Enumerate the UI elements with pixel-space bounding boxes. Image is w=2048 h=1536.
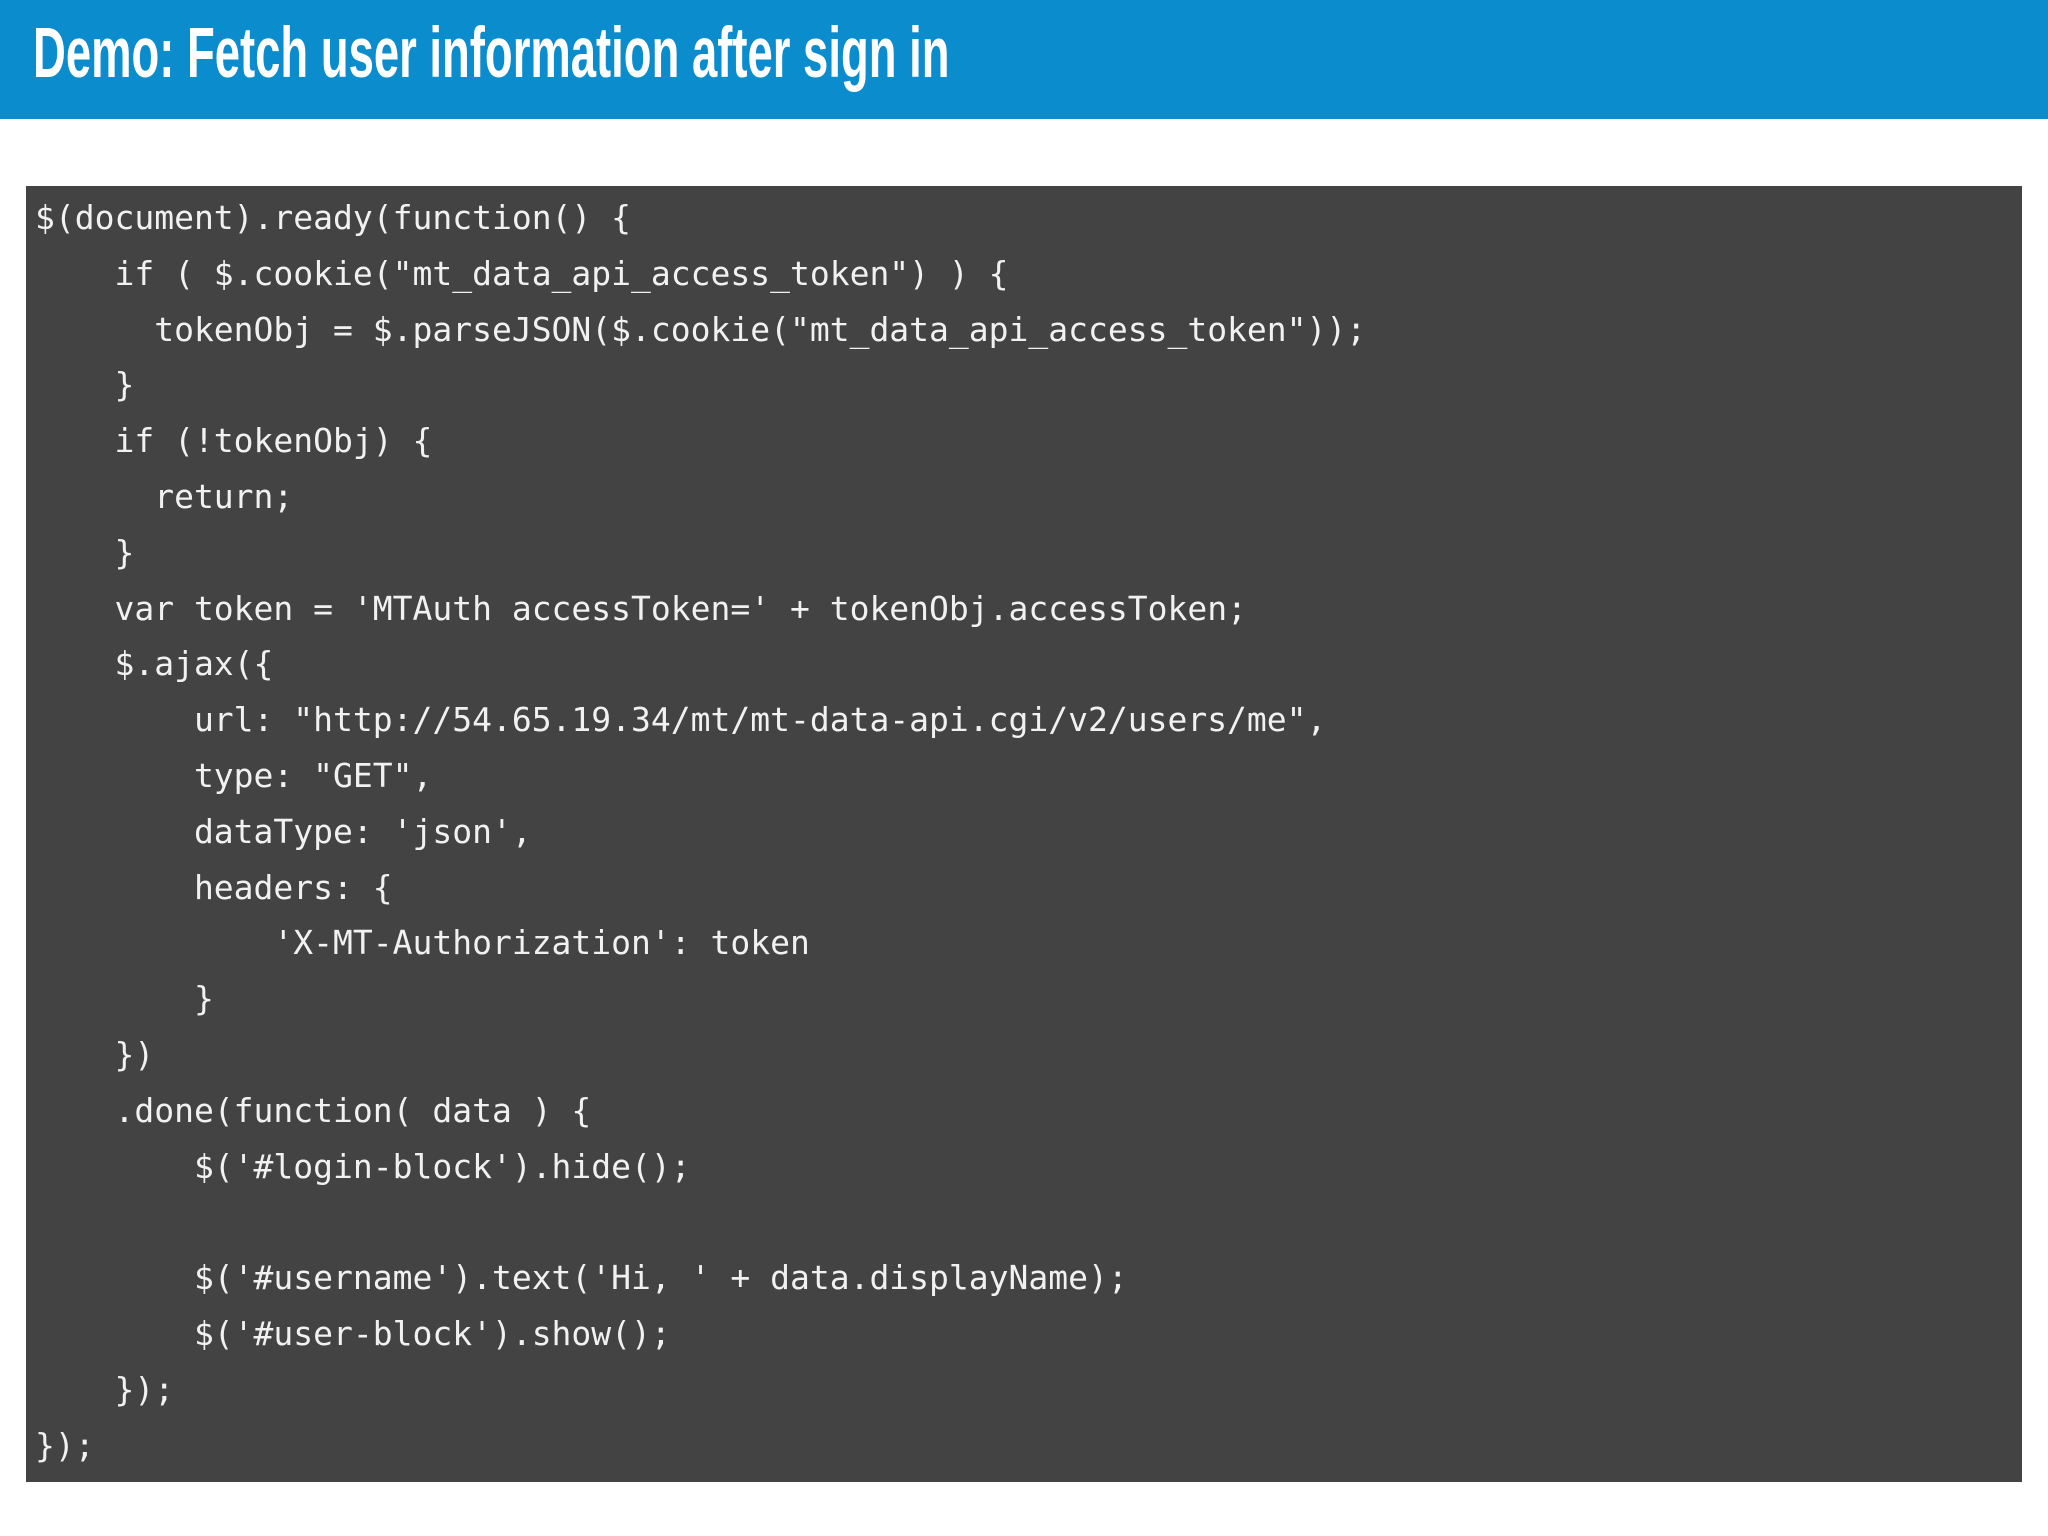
code-line: tokenObj = $.parseJSON($.cookie("mt_data… [35,309,1367,349]
code-line: if ( $.cookie("mt_data_api_access_token"… [35,253,1009,293]
slide-title-bar: Demo: Fetch user information after sign … [0,0,2048,119]
code-line: } [35,365,135,405]
code-line: if (!tokenObj) { [35,421,433,461]
code-line: .done(function( data ) { [35,1090,592,1130]
code-line: headers: { [35,867,393,907]
code-line: $.ajax({ [35,644,274,684]
slide-title: Demo: Fetch user information after sign … [33,14,950,93]
code-line: }); [35,1369,175,1409]
code-line: type: "GET", [35,755,433,795]
code-line: }) [35,1034,155,1074]
code-line: $('#user-block').show(); [35,1313,671,1353]
code-line: $(document).ready(function() { [35,198,632,237]
code-line: } [35,979,214,1019]
code-line: } [35,532,135,572]
code-line: url: "http://54.65.19.34/mt/mt-data-api.… [35,700,1327,740]
code-line: $('#login-block').hide(); [35,1146,691,1186]
code-line: dataType: 'json', [35,811,532,851]
code-line: return; [35,476,294,516]
code-line: }); [35,1425,95,1465]
code-line: var token = 'MTAuth accessToken=' + toke… [35,588,1247,628]
code-block: $(document).ready(function() { if ( $.co… [26,186,2022,1482]
code-line [35,1194,2022,1250]
code-line: $('#username').text('Hi, ' + data.displa… [35,1258,1128,1298]
code-line: 'X-MT-Authorization': token [35,923,810,963]
